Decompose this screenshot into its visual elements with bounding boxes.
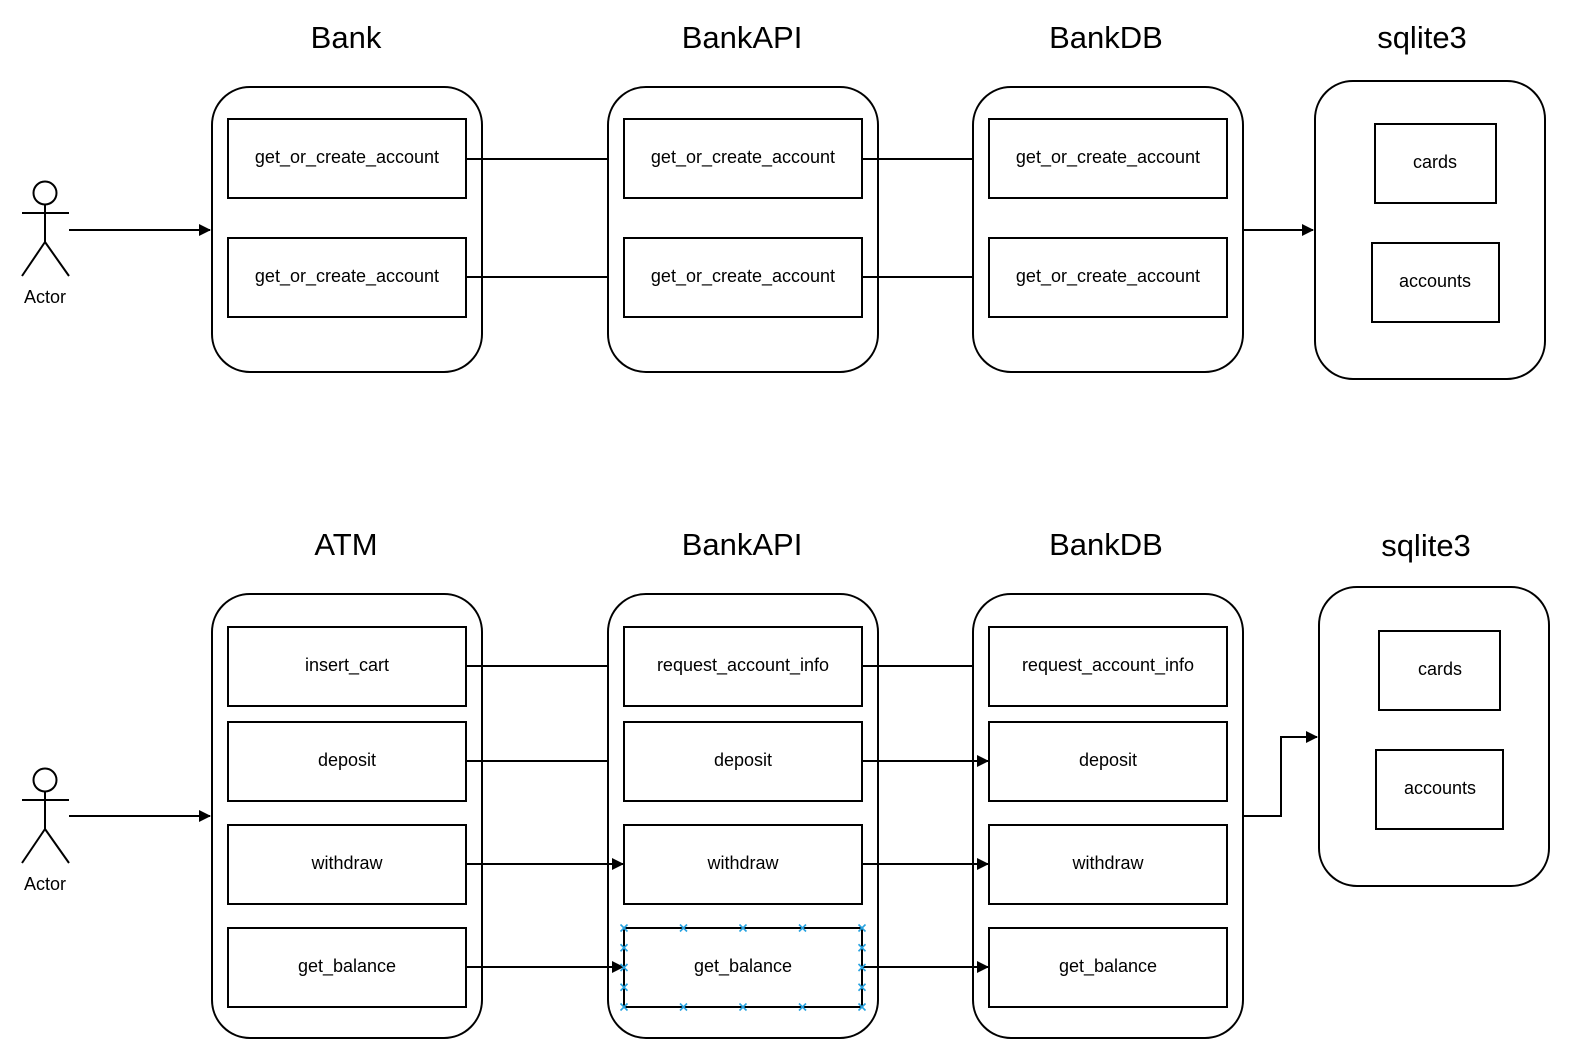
top-bankdb-title: BankDB (1049, 20, 1163, 55)
selection-handle-icon[interactable] (857, 1002, 867, 1012)
bottom-db-sqlite-arrow[interactable] (1243, 731, 1318, 817)
selection-handle-icon[interactable] (619, 963, 629, 972)
selection-handle-icon[interactable] (619, 1002, 629, 1012)
bottom-bankdb-withdraw-box[interactable] (988, 824, 1228, 905)
top-bankapi-title: BankAPI (682, 20, 803, 55)
bottom-actor-label: Actor (24, 874, 66, 894)
top-actor-label: Actor (24, 287, 66, 307)
selection-handle-icon[interactable] (679, 1002, 688, 1012)
selection-handle-icon[interactable] (798, 1002, 807, 1012)
bottom-sqlite3-accounts-table[interactable] (1375, 749, 1504, 830)
top-sqlite3-title: sqlite3 (1377, 20, 1467, 55)
bottom-sqlite3-title: sqlite3 (1381, 528, 1471, 563)
top-diagram: Bank BankAPI BankDB sqlite3 Actor get_or… (21, 20, 1546, 380)
selection-handle-icon[interactable] (857, 943, 867, 952)
bottom-bankdb-request-account-info-box[interactable] (988, 626, 1228, 707)
selection-handle-icon[interactable] (857, 923, 867, 933)
bottom-bankdb-title: BankDB (1049, 527, 1163, 562)
top-actor-icon[interactable] (21, 180, 70, 277)
bottom-bankapi-withdraw-box[interactable] (623, 824, 863, 905)
selection-handle-icon[interactable] (798, 923, 807, 933)
selection-handle-icon[interactable] (619, 943, 629, 952)
bottom-bankapi-title: BankAPI (682, 527, 803, 562)
selection-handle-icon[interactable] (857, 983, 867, 992)
bottom-atm-deposit-box[interactable] (227, 721, 467, 802)
selection-handle-icon[interactable] (619, 923, 629, 933)
bottom-bankapi-deposit-box[interactable] (623, 721, 863, 802)
top-sqlite3-cards-table[interactable] (1374, 123, 1497, 204)
top-bank-title: Bank (311, 20, 382, 55)
bottom-diagram: ATM BankAPI BankDB sqlite3 Actor ins (21, 527, 1550, 1039)
selection-handles[interactable] (619, 923, 867, 1012)
top-bank-get-or-create-account-1[interactable] (227, 118, 467, 199)
selection-handle-icon[interactable] (738, 1002, 748, 1012)
bottom-bankapi-request-account-info-box[interactable] (623, 626, 863, 707)
selection-handle-icon[interactable] (619, 983, 629, 992)
bottom-bankdb-deposit-box[interactable] (988, 721, 1228, 802)
bottom-atm-get-balance-box[interactable] (227, 927, 467, 1008)
top-bankdb-get-or-create-account-2[interactable] (988, 237, 1228, 318)
selection-handle-icon[interactable] (679, 923, 688, 933)
top-bankdb-get-or-create-account-1[interactable] (988, 118, 1228, 199)
top-sqlite3-accounts-table[interactable] (1371, 242, 1500, 323)
bottom-bankdb-get-balance-box[interactable] (988, 927, 1228, 1008)
selection-handle-icon[interactable] (738, 923, 748, 933)
top-bankapi-get-or-create-account-2[interactable] (623, 237, 863, 318)
bottom-atm-withdraw-box[interactable] (227, 824, 467, 905)
top-bankapi-get-or-create-account-1[interactable] (623, 118, 863, 199)
bottom-sqlite3-cards-table[interactable] (1378, 630, 1501, 711)
top-bank-get-or-create-account-2[interactable] (227, 237, 467, 318)
bottom-actor-icon[interactable] (21, 767, 70, 864)
bottom-atm-insert-cart-box[interactable] (227, 626, 467, 707)
selection-handle-icon[interactable] (857, 963, 867, 972)
bottom-atm-title: ATM (314, 527, 377, 562)
bottom-bankapi-get-balance-box-selected[interactable] (623, 927, 863, 1008)
